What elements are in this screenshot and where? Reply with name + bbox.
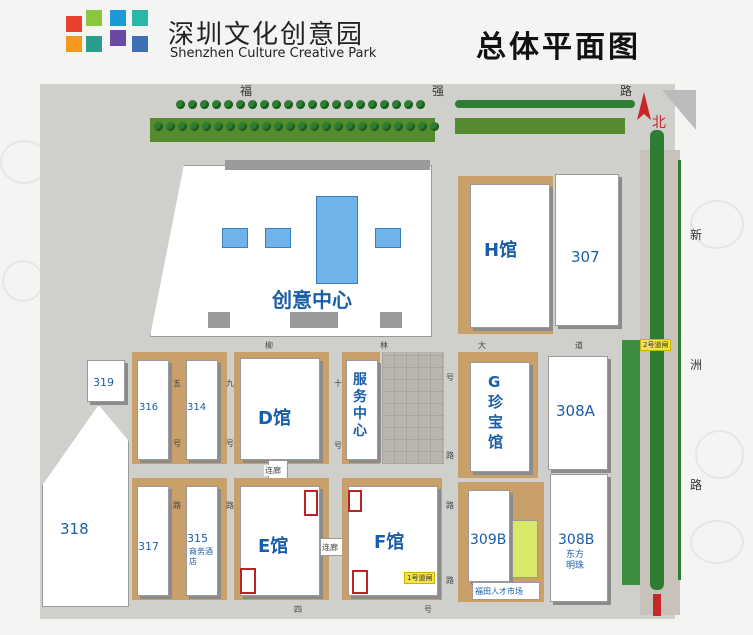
building-316 (137, 360, 169, 460)
cloud-decoration (2, 260, 44, 302)
skylight (375, 228, 401, 248)
building-315-label[interactable]: 315 (187, 532, 208, 545)
road9-char-1: 九 (226, 379, 234, 388)
building-307-label[interactable]: 307 (571, 248, 600, 266)
corridor-1-label: 连廊 (264, 465, 282, 476)
road-label-east-3: 路 (690, 478, 703, 492)
skylight (222, 228, 248, 248)
road-lu-char-a: 路 (173, 501, 181, 510)
building-g-label[interactable]: G珍宝馆 (488, 373, 504, 451)
avenue-char-4: 道 (575, 341, 583, 350)
building-308b-sublabel: 东方明珠 (566, 550, 585, 571)
park-name-cn: 深圳文化创意园 (168, 20, 365, 50)
entrance-marker (304, 490, 318, 516)
north-label: 北 (652, 115, 666, 131)
road10-char-2: 号 (334, 441, 342, 450)
building-309b (468, 490, 510, 582)
road-south-char-1: 四 (294, 605, 302, 614)
building-319 (87, 360, 125, 402)
creative-center-label[interactable]: 创意中心 (272, 288, 352, 312)
entrance-marker (348, 490, 362, 512)
service-block (380, 312, 402, 328)
road5-char-2: 号 (173, 439, 181, 448)
creative-center-roof-edge (225, 160, 430, 170)
road10-char-1: 十 (334, 379, 342, 388)
building-314-label[interactable]: 314 (187, 402, 207, 413)
building-f-label[interactable]: F馆 (374, 532, 405, 553)
green-belt-north-right (455, 118, 625, 134)
east-inner-trees (622, 340, 640, 585)
road-lu3-char-2: 路 (446, 576, 454, 585)
building-315 (186, 486, 218, 596)
east-edge-line (678, 160, 681, 580)
building-e-label[interactable]: E馆 (258, 536, 289, 557)
park-name-en: Shenzhen Culture Creative Park (170, 46, 377, 61)
road-label-north-2: 强 (432, 84, 445, 98)
road-lu-char-b: 路 (226, 501, 234, 510)
building-314 (186, 360, 218, 460)
cloud-decoration (690, 520, 744, 564)
building-318-label[interactable]: 318 (60, 520, 89, 538)
service-block (290, 312, 338, 328)
entrance-marker (352, 570, 368, 594)
building-307 (555, 174, 619, 326)
talent-market-label[interactable]: 福田人才市场 (475, 587, 523, 596)
avenue-char-1: 柳 (265, 341, 273, 350)
building-316-label[interactable]: 316 (139, 402, 159, 413)
hedge-north-right (455, 100, 635, 108)
building-308a (548, 356, 608, 470)
road-label-east-2: 洲 (690, 358, 703, 372)
courtyard (512, 520, 538, 578)
plaza (382, 352, 444, 464)
talent-market-building (472, 582, 540, 600)
gate-2[interactable]: 2号道闸 (640, 339, 672, 351)
building-h-label[interactable]: H馆 (484, 240, 518, 261)
tree-row-north-left (176, 100, 425, 109)
cloud-decoration (695, 430, 744, 479)
building-319-label[interactable]: 319 (93, 376, 114, 389)
road-label-north-3: 路 (620, 84, 633, 98)
map-title: 总体平面图 (476, 30, 641, 65)
corridor-2-label: 连廊 (322, 543, 338, 552)
gate-1[interactable]: 1号道闸 (404, 572, 436, 584)
building-317 (137, 486, 169, 596)
skylight (265, 228, 291, 248)
road-lu-char-1: 路 (446, 451, 454, 460)
road-south-char-2: 号 (424, 605, 432, 614)
road5-char-1: 五 (173, 379, 181, 388)
avenue-char-2: 林 (380, 341, 388, 350)
building-service-label[interactable]: 服务中心 (353, 372, 367, 439)
north-arrow-icon (634, 90, 674, 130)
building-317-label[interactable]: 317 (138, 540, 159, 553)
building-309b-label[interactable]: 309B (470, 532, 507, 548)
building-h (470, 184, 550, 328)
building-d (240, 358, 320, 460)
avenue-char-3: 大 (478, 341, 486, 350)
entrance-marker (240, 568, 256, 594)
east-green-strip (650, 130, 664, 590)
building-315-sublabel: 商务酒店 (189, 547, 213, 566)
building-308b-label[interactable]: 308B (558, 532, 595, 548)
road-hao-char-1: 号 (446, 373, 454, 382)
park-logo (66, 10, 158, 62)
building-308a-label[interactable]: 308A (556, 402, 595, 420)
building-g (470, 362, 530, 472)
creative-center-atrium (316, 196, 358, 284)
road9-char-2: 号 (226, 439, 234, 448)
exit-arrow-icon (653, 594, 661, 616)
building-d-label[interactable]: D馆 (258, 408, 291, 429)
road-label-east-1: 新 (690, 228, 703, 242)
service-block (208, 312, 230, 328)
building-service-center (346, 360, 378, 460)
road-lu3-char-1: 路 (446, 501, 454, 510)
tree-row-north-belt (154, 122, 439, 131)
road-label-north-1: 福 (240, 84, 253, 98)
cloud-decoration (690, 200, 744, 249)
building-308b (550, 474, 608, 602)
